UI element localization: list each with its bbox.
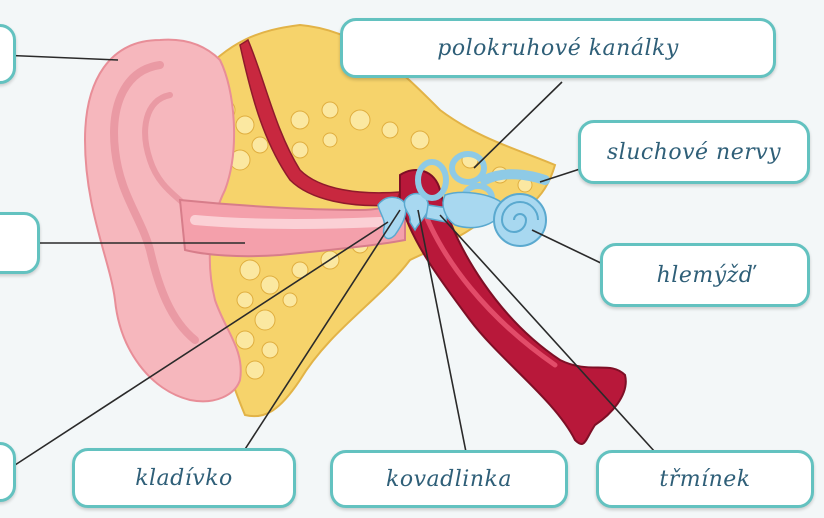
label-malleus: kladívko [72, 448, 296, 508]
label-stapes: třmínek [596, 450, 814, 508]
label-cochlea: hlemýžď [600, 243, 810, 307]
leader-cochlea [532, 230, 605, 265]
label-cropped-bottom [0, 442, 16, 502]
auditory-nerve [485, 174, 545, 180]
label-semicircular-canals: polokruhové kanálky [340, 18, 776, 78]
label-cropped-top [0, 24, 16, 84]
leader-pinna [0, 55, 118, 60]
cochlea-shape [494, 194, 546, 246]
label-auditory-nerves: sluchové nervy [578, 120, 810, 184]
ear-canal-inner [195, 220, 380, 224]
label-cropped-middle [0, 212, 40, 274]
label-incus: kovadlinka [330, 450, 568, 508]
